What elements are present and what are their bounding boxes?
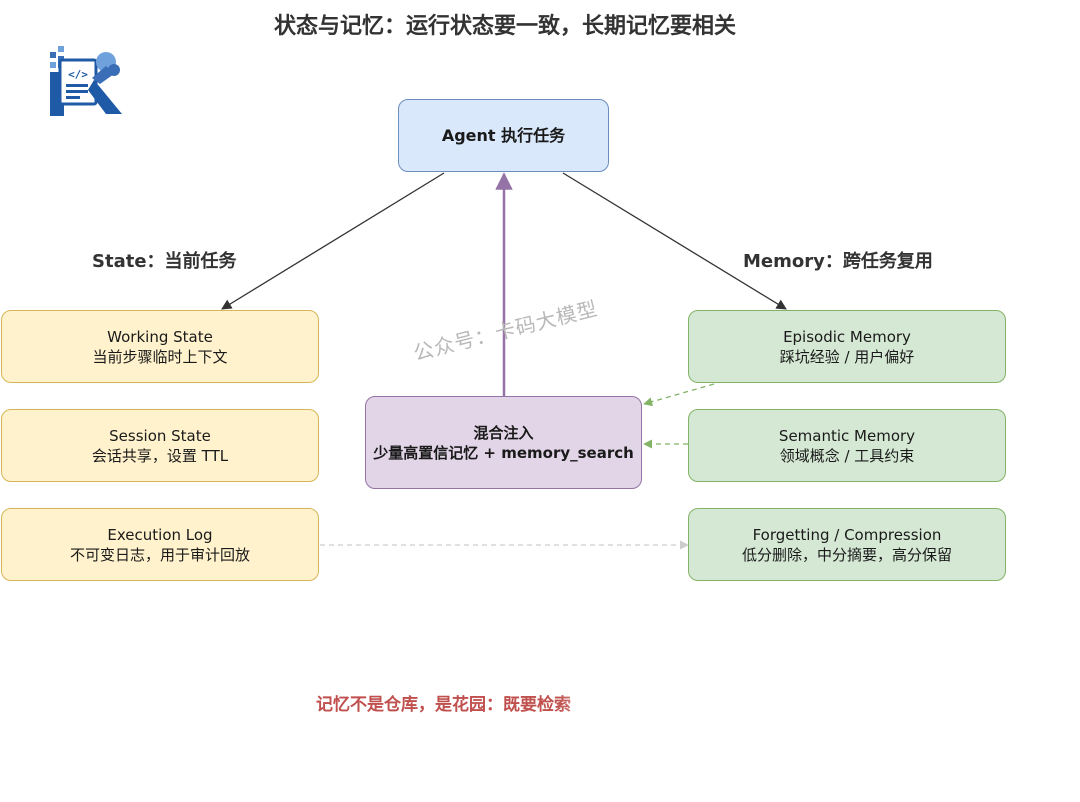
node-title: Semantic Memory	[778, 426, 916, 445]
hybrid-injection-node: 混合注入 少量高置信记忆 + memory_search	[365, 396, 642, 489]
forgetting-compression-node: Forgetting / Compression 低分删除，中分摘要，高分保留	[688, 508, 1006, 581]
node-description: 当前步骤临时上下文	[92, 347, 228, 366]
node-description: 会话共享，设置 TTL	[91, 446, 229, 465]
node-description: 领域概念 / 工具约束	[779, 446, 915, 465]
node-title: 混合注入	[473, 423, 534, 442]
svg-text:</>: </>	[68, 68, 88, 81]
episodic-memory-node: Episodic Memory 踩坑经验 / 用户偏好	[688, 310, 1006, 383]
logo-icon: </>	[50, 46, 122, 116]
agent-to-state-arrow	[221, 172, 445, 310]
node-description: 低分删除，中分摘要，高分保留	[741, 545, 952, 564]
node-title: Working State	[107, 327, 213, 346]
session-state-node: Session State 会话共享，设置 TTL	[1, 409, 319, 482]
agent-node-label: Agent 执行任务	[441, 125, 566, 145]
bottom-caption: 记忆不是仓库，是花园：既要检索	[316, 695, 571, 715]
node-description: 踩坑经验 / 用户偏好	[779, 347, 915, 366]
execution-log-node: Execution Log 不可变日志，用于审计回放	[1, 508, 319, 581]
semantic-memory-node: Semantic Memory 领域概念 / 工具约束	[688, 409, 1006, 482]
state-section-label: State：当前任务	[92, 251, 237, 272]
memory-section-label: Memory：跨任务复用	[743, 251, 933, 272]
agent-to-memory-arrow	[562, 172, 787, 310]
node-title: Session State	[109, 426, 211, 445]
node-title: Episodic Memory	[783, 327, 911, 346]
working-state-node: Working State 当前步骤临时上下文	[1, 310, 319, 383]
agent-node: Agent 执行任务	[398, 99, 609, 172]
node-title: Forgetting / Compression	[752, 525, 942, 544]
episodic-to-mix-arrow	[643, 383, 715, 407]
node-title: Execution Log	[107, 525, 213, 544]
node-description: 不可变日志，用于审计回放	[69, 545, 250, 564]
diagram-title: 状态与记忆：运行状态要一致，长期记忆要相关	[273, 14, 736, 39]
node-description: 少量高置信记忆 + memory_search	[373, 443, 634, 462]
